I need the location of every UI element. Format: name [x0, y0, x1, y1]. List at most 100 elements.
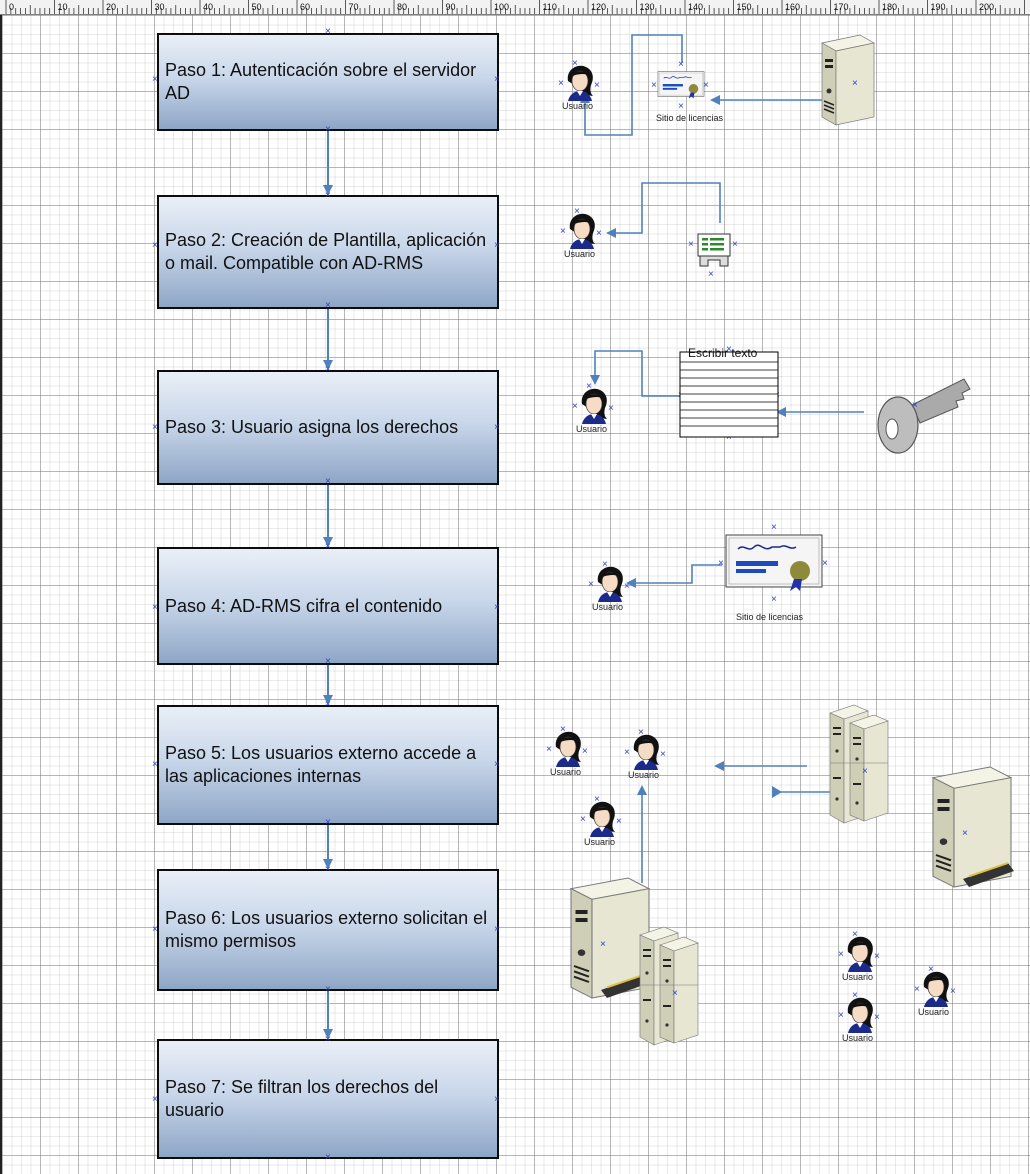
connection-point-handle[interactable]: × — [494, 240, 500, 251]
connection-point-handle[interactable]: × — [546, 744, 552, 755]
connection-point-handle[interactable]: × — [325, 476, 331, 487]
connection-point-handle[interactable]: × — [494, 759, 500, 770]
connector-user-license-1[interactable] — [584, 34, 683, 136]
connection-point-handle[interactable]: × — [325, 1034, 331, 1045]
connection-point-handle[interactable]: × — [325, 124, 331, 135]
step-1[interactable]: Paso 1: Autenticación sobre el servidor … — [157, 33, 499, 131]
connection-point-handle[interactable]: × — [602, 559, 608, 570]
connection-point-handle[interactable]: × — [152, 924, 158, 935]
connection-point-handle[interactable]: × — [560, 724, 566, 735]
connection-point-handle[interactable]: × — [574, 206, 580, 217]
connection-point-handle[interactable]: × — [325, 26, 331, 37]
connection-point-handle[interactable]: × — [874, 1012, 880, 1023]
step-4[interactable]: Paso 4: AD-RMS cifra el contenido — [157, 547, 499, 665]
connection-point-handle[interactable]: × — [572, 401, 578, 412]
connection-point-handle[interactable]: × — [688, 239, 694, 250]
connection-point-handle[interactable]: × — [494, 924, 500, 935]
connector-license-user[interactable] — [634, 564, 722, 584]
connection-point-handle[interactable]: × — [325, 656, 331, 667]
connection-point-handle[interactable]: × — [325, 300, 331, 311]
connection-point-handle[interactable]: × — [152, 422, 158, 433]
connection-point-handle[interactable]: × — [732, 239, 738, 250]
connection-point-handle[interactable]: × — [596, 228, 602, 239]
user-icon[interactable]: Usuario ××× — [838, 930, 880, 986]
connection-point-handle[interactable]: × — [638, 727, 644, 738]
connection-point-handle[interactable]: × — [600, 939, 606, 950]
connection-point-handle[interactable]: × — [152, 1094, 158, 1105]
connection-point-handle[interactable]: × — [594, 794, 600, 805]
diagram-canvas[interactable]: Paso 1: Autenticación sobre el servidor … — [0, 15, 1030, 1174]
connection-point-handle[interactable]: × — [838, 949, 844, 960]
user-icon[interactable]: Usuario ××× — [560, 207, 602, 263]
step-7[interactable]: Paso 7: Se filtran los derechos del usua… — [157, 1039, 499, 1159]
user-icon[interactable]: Usuario ××× — [588, 560, 630, 616]
text-document-shape[interactable]: Escribir texto — [679, 346, 779, 438]
connection-point-handle[interactable]: × — [152, 602, 158, 613]
connection-point-handle[interactable]: × — [660, 749, 666, 760]
connection-point-handle[interactable]: × — [325, 699, 331, 710]
connection-point-handle[interactable]: × — [852, 929, 858, 940]
connection-point-handle[interactable]: × — [616, 816, 622, 827]
server-rack-icon[interactable]: × — [634, 925, 704, 1050]
connector-template-user[interactable] — [614, 182, 721, 234]
step-6[interactable]: Paso 6: Los usuarios externo solicitan e… — [157, 869, 499, 991]
connection-point-handle[interactable]: × — [852, 990, 858, 1001]
connection-point-handle[interactable]: × — [912, 400, 918, 411]
connection-point-handle[interactable]: × — [771, 522, 777, 533]
connection-point-handle[interactable]: × — [325, 190, 331, 201]
connection-point-handle[interactable]: × — [822, 558, 828, 569]
connection-point-handle[interactable]: × — [708, 269, 714, 280]
connection-point-handle[interactable]: × — [678, 59, 684, 70]
key-icon[interactable]: × — [872, 375, 972, 462]
connection-point-handle[interactable]: × — [494, 74, 500, 85]
user-icon[interactable]: Usuario ××× — [624, 728, 666, 784]
connection-point-handle[interactable]: × — [572, 58, 578, 69]
connection-point-handle[interactable]: × — [582, 746, 588, 757]
connection-point-handle[interactable]: × — [624, 581, 630, 592]
connection-point-handle[interactable]: × — [771, 594, 777, 605]
connection-point-handle[interactable]: × — [651, 80, 657, 91]
user-icon[interactable]: Usuario ××× — [838, 991, 880, 1047]
certificate-icon[interactable]: ×××× — [651, 60, 709, 112]
user-icon[interactable]: Usuario ××× — [546, 725, 588, 781]
user-icon[interactable]: Usuario ××× — [580, 795, 622, 851]
document-icon[interactable]: × × × — [688, 230, 738, 280]
user-icon[interactable]: Usuario ××× — [572, 382, 614, 438]
connection-point-handle[interactable]: × — [950, 986, 956, 997]
connection-point-handle[interactable]: × — [560, 226, 566, 237]
connection-point-handle[interactable]: × — [588, 579, 594, 590]
connection-point-handle[interactable]: × — [325, 541, 331, 552]
user-icon[interactable]: Usuario ××× — [558, 59, 600, 115]
connection-point-handle[interactable]: × — [838, 1010, 844, 1021]
connection-point-handle[interactable]: × — [325, 1152, 331, 1163]
connection-point-handle[interactable]: × — [962, 828, 968, 839]
connection-point-handle[interactable]: × — [862, 766, 868, 777]
connection-point-handle[interactable]: × — [874, 951, 880, 962]
connection-point-handle[interactable]: × — [928, 964, 934, 975]
connection-point-handle[interactable]: × — [494, 1094, 500, 1105]
connector-doc-user[interactable] — [594, 350, 680, 397]
step-3[interactable]: Paso 3: Usuario asigna los derechos — [157, 370, 499, 485]
connection-point-handle[interactable]: × — [325, 817, 331, 828]
connection-point-handle[interactable]: × — [852, 78, 858, 89]
connection-point-handle[interactable]: × — [152, 74, 158, 85]
step-2[interactable]: Paso 2: Creación de Plantilla, aplicació… — [157, 195, 499, 309]
certificate-icon[interactable]: × × × × — [718, 523, 828, 605]
step-5[interactable]: Paso 5: Los usuarios externo accede a la… — [157, 705, 499, 825]
connection-point-handle[interactable]: × — [608, 403, 614, 414]
connection-point-handle[interactable]: × — [325, 864, 331, 875]
connection-point-handle[interactable]: × — [152, 240, 158, 251]
server-icon[interactable]: × — [918, 766, 1014, 892]
server-icon[interactable]: × — [812, 34, 876, 130]
connection-point-handle[interactable]: × — [624, 747, 630, 758]
connection-point-handle[interactable]: × — [718, 558, 724, 569]
connection-point-handle[interactable]: × — [494, 422, 500, 433]
server-rack-icon[interactable]: × — [824, 703, 894, 828]
connection-point-handle[interactable]: × — [726, 432, 732, 443]
connection-point-handle[interactable]: × — [678, 101, 684, 112]
connection-point-handle[interactable]: × — [914, 984, 920, 995]
connection-point-handle[interactable]: × — [325, 364, 331, 375]
connection-point-handle[interactable]: × — [325, 984, 331, 995]
connection-point-handle[interactable]: × — [594, 80, 600, 91]
user-icon[interactable]: Usuario ××× — [914, 965, 956, 1021]
